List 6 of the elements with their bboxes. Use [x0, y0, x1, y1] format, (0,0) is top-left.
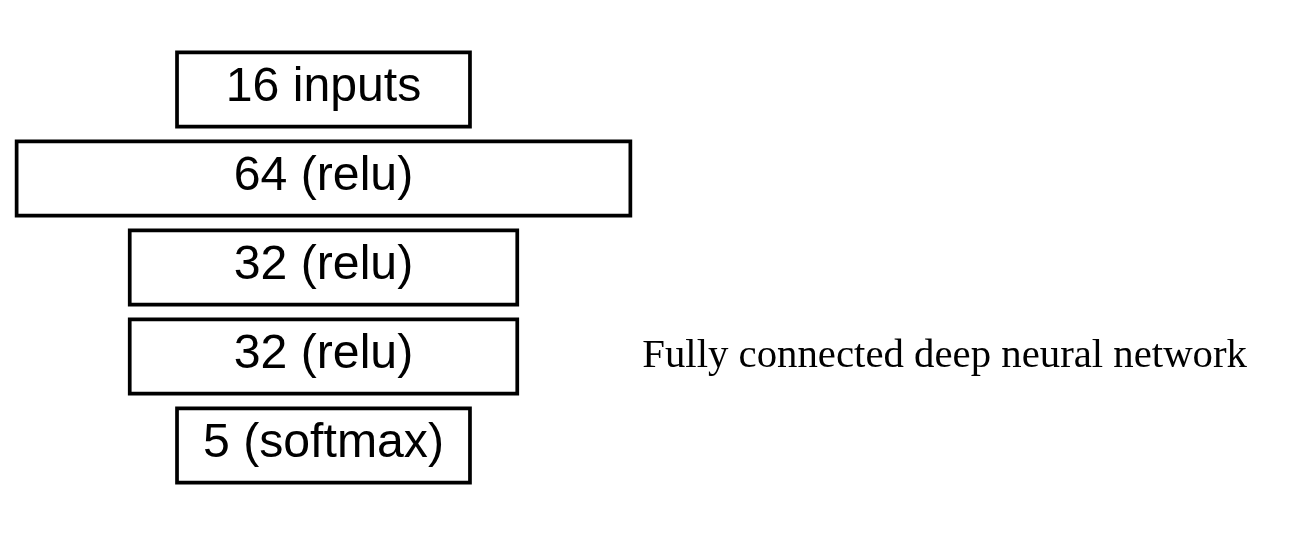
node-box: 5 (softmax): [175, 406, 472, 484]
node-box: 16 inputs: [175, 50, 472, 128]
node-box: 64 (relu): [14, 139, 633, 217]
label: Fully connected deep neural network: [642, 330, 1247, 376]
node-box: 32 (relu): [127, 228, 520, 306]
node-box: 32 (relu): [127, 317, 520, 395]
